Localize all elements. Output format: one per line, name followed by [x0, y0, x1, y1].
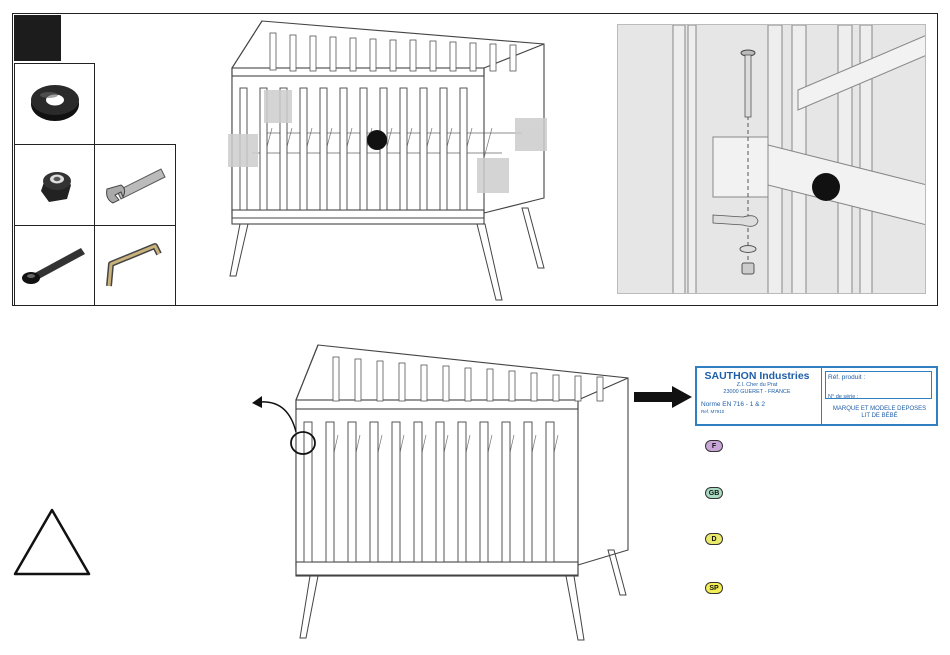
ref-produit-label: Réf. produit : [828, 374, 865, 381]
callout-dot-a-icon [367, 130, 387, 150]
address-line-1: Z.I. Cher du Prat [701, 382, 813, 389]
callout-dot-a-icon [812, 173, 840, 201]
arrow-right-icon [634, 386, 692, 408]
crib-label-location-illustration [248, 340, 638, 645]
part-spanner-cell [94, 144, 176, 226]
bolt-assembly-detail [618, 25, 926, 294]
part-lock-nut-cell [14, 144, 95, 226]
ref-produit-field: Réf. produit : N° de série : [825, 371, 932, 399]
serial-label: N° de série : [828, 394, 858, 400]
part-allen-key-cell [94, 225, 176, 306]
parts-grid [14, 63, 176, 306]
warning-triangle-icon [12, 507, 92, 577]
company-name: SAUTHON Industries [701, 370, 813, 382]
lang-badge-sp: SP [705, 582, 723, 594]
lang-badge-gb: GB [705, 487, 723, 499]
lang-badge-d: D [705, 533, 723, 545]
step-number-box [14, 15, 61, 61]
part-bolt-cell [14, 225, 95, 306]
marque-line-1: MARQUE ET MODELE DEPOSES [822, 406, 937, 413]
part-washer-cell [14, 63, 95, 145]
allen-key-icon [95, 226, 175, 305]
norm-text: Norme EN 716 - 1 & 2 [701, 401, 813, 408]
marque-text: MARQUE ET MODELE DEPOSES LIT DE BÉBÉ [822, 406, 937, 420]
bolt-detail-zoom [617, 24, 926, 294]
crib-assembly-illustration [222, 18, 557, 303]
address-line-2: 23000 GUERET - FRANCE [701, 389, 813, 396]
washer-icon [15, 64, 94, 144]
product-label: SAUTHON Industries Z.I. Cher du Prat 230… [695, 366, 938, 426]
bolt-icon [15, 226, 94, 305]
spanner-icon [95, 145, 175, 225]
lock-nut-icon [15, 145, 94, 225]
ref-small-text: Ref. M7910 [701, 409, 813, 414]
lang-badge-f: F [705, 440, 723, 452]
marque-line-2: LIT DE BÉBÉ [822, 413, 937, 420]
